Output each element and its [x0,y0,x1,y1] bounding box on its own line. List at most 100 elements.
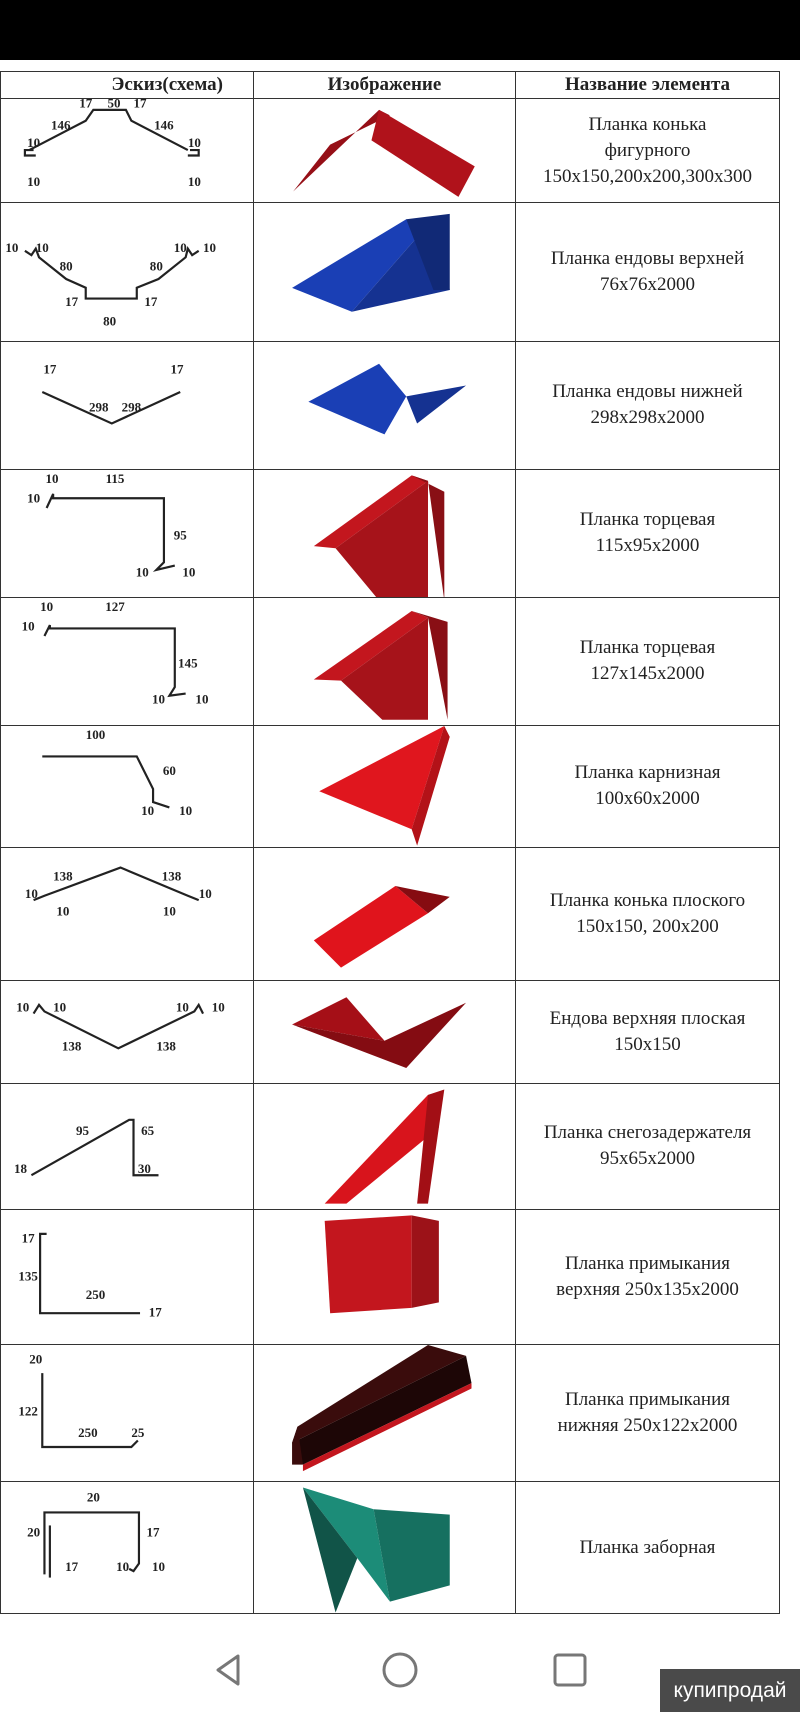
profile-line [41,1372,139,1448]
flashing-edge [302,1383,472,1472]
element-name-line: 127x145x2000 [590,663,705,685]
dimension-label: 138 [156,1039,176,1054]
dimension-label: 122 [18,1403,38,1418]
flashing-face [324,1094,439,1204]
dimension-label: 145 [178,655,198,670]
back-icon[interactable] [208,1650,248,1690]
element-name-line: 150x150,200x200,300x300 [543,165,752,187]
image-cell [253,468,516,598]
dimension-label: 10 [179,803,193,818]
image-cell [253,596,516,727]
flashing-face [302,1487,390,1602]
flashing-face [406,214,450,291]
dimension-label: 10 [199,886,213,901]
flashing-image [324,1215,439,1313]
dimension-label: 10 [40,599,54,614]
flashing-image [319,726,450,846]
dimension-label: 10 [182,564,196,579]
recents-icon[interactable] [550,1650,590,1690]
element-name-line: 95x65x2000 [600,1148,695,1170]
flashing-face [395,885,450,913]
element-name: Планка заборная [515,1481,780,1614]
dimension-label: 17 [134,99,148,111]
dimension-label: 138 [53,868,73,883]
flashing-face [406,385,467,424]
element-name-line: Планка конька плоского [549,890,746,912]
flashing-image [313,474,445,597]
image-cell [253,725,516,848]
dimension-label: 18 [14,1161,28,1176]
element-name: Планка торцевая 127x145x2000 [515,596,780,727]
flashing-face [302,1487,358,1613]
dimension-label: 250 [86,1287,106,1302]
element-name-line: 100x60x2000 [595,788,700,810]
dimension-label: 10 [53,1000,67,1015]
dimension-label: 80 [60,259,74,274]
element-name-line: Планка торцевая [579,637,716,659]
element-name-line: 150x150 [614,1033,681,1055]
image-cell [253,846,516,982]
dimension-label: 17 [65,1560,79,1575]
dimension-label: 10 [163,903,177,918]
watermark-logo: купипродай [660,1669,800,1712]
flashing-face [292,219,428,313]
dimension-label: 10 [27,135,41,150]
profile-line [32,1003,205,1051]
dimension-label: 50 [107,99,121,111]
dimension-label: 95 [76,1123,90,1138]
profile-line [43,624,186,698]
image-cell [253,1481,516,1614]
flashing-face [373,1509,450,1602]
flashing-face [335,480,428,597]
dimension-label: 30 [138,1161,152,1176]
dimension-label: 250 [78,1425,98,1440]
sketch-cell: 95 65 18 30 [0,1082,254,1210]
dimension-label: 138 [162,868,182,883]
elements-table: Эскиз(схема) Изображение Название элемен… [0,71,780,1614]
dimension-label: 10 [5,240,19,255]
element-name-line: Планка заборная [579,1536,716,1558]
element-name-line: 115x95x2000 [595,535,700,557]
flashing-face [324,1215,412,1313]
dimension-label: 60 [163,763,177,778]
element-name-line: Планка ендовы нижней [552,381,743,403]
dimension-label: 10 [141,803,155,818]
flashing-face [308,364,407,435]
home-icon[interactable] [380,1650,420,1690]
dimension-label: 17 [144,295,158,310]
dimension-label: 10 [46,471,60,486]
flashing-face [411,610,448,720]
navigation-bar [0,1620,800,1712]
flashing-face [313,610,428,681]
flashing-face [319,726,445,830]
dimension-label: 25 [131,1425,145,1440]
dimension-label: 65 [141,1123,155,1138]
dimension-label: 10 [56,903,70,918]
dimension-label: 115 [106,471,125,486]
flashing-image [324,1088,445,1204]
profile-line [43,1511,141,1575]
flashing-face [313,885,428,968]
profile-line [23,149,36,157]
image-cell [253,1208,516,1346]
flashing-face [411,474,445,597]
